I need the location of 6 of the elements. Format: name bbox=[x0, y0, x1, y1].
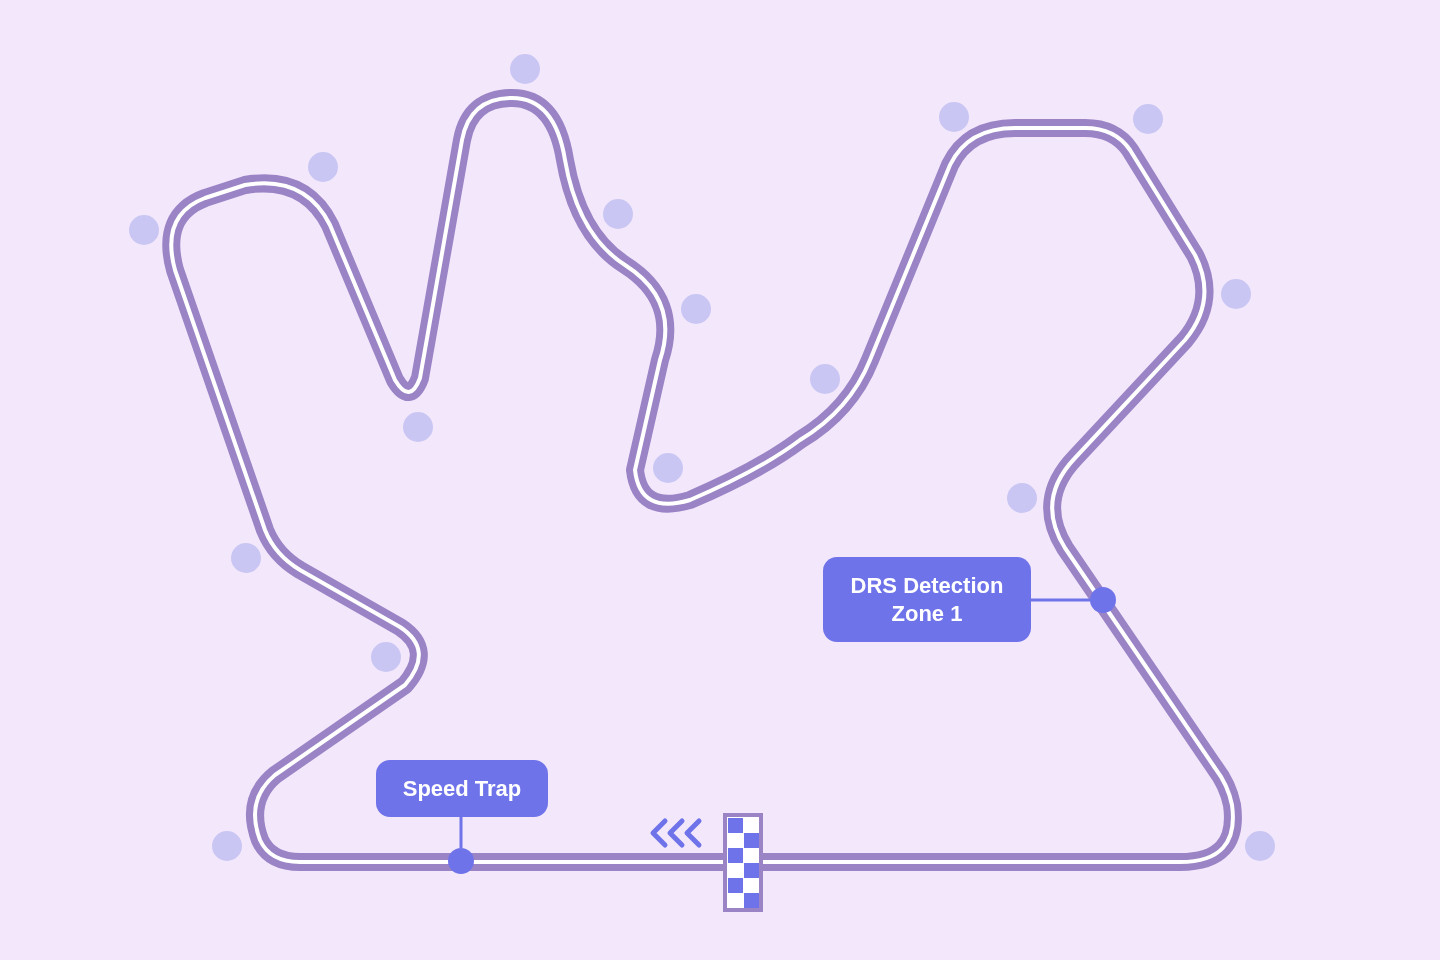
callout-label: Speed Trap bbox=[376, 760, 548, 817]
callout-label: DRS Detection Zone 1 bbox=[823, 557, 1031, 642]
leader-line bbox=[459, 817, 463, 848]
marker-dot bbox=[1090, 587, 1116, 613]
leader-line bbox=[1031, 598, 1090, 602]
marker-dot bbox=[448, 848, 474, 874]
